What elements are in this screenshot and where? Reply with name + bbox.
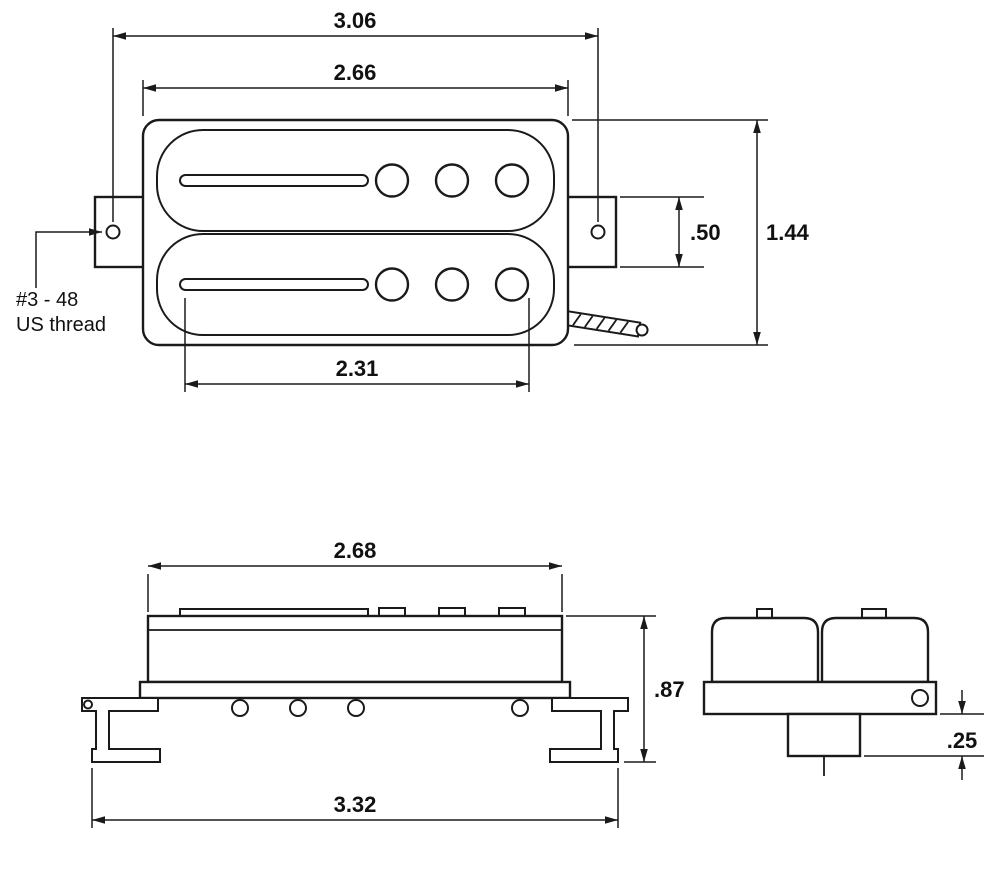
- coil-end-right: [820, 616, 930, 684]
- top-view: 3.06 2.66 .50 1.44 2.31: [16, 8, 810, 392]
- blade-rail-lower: [179, 278, 369, 291]
- wire-braid-hatch: [584, 315, 594, 328]
- pole-piece: [374, 163, 410, 198]
- dim-body-width: 2.66: [142, 60, 569, 116]
- screw-tip: [347, 699, 365, 717]
- wire-braid-hatch: [572, 313, 582, 326]
- screw-tip: [231, 699, 249, 717]
- mounting-leg-left: [81, 697, 161, 763]
- screw-hole-right: [590, 224, 606, 240]
- leader-line: [35, 228, 102, 288]
- thread-note-line-2: US thread: [16, 314, 106, 336]
- end-view: .25: [702, 608, 984, 780]
- wire-braid-hatch: [607, 319, 618, 332]
- wire-end: [635, 323, 649, 337]
- coil-end-left: [710, 616, 820, 684]
- dimension-label: 3.32: [334, 792, 377, 817]
- wire-braid-hatch: [595, 317, 606, 330]
- baseplate-flange: [138, 680, 572, 700]
- pole-piece: [374, 267, 410, 302]
- bobbin-side: [146, 614, 564, 684]
- pole-piece: [434, 267, 470, 302]
- dim-block-depth: .25: [864, 690, 984, 780]
- dimension-label: 2.66: [334, 60, 377, 85]
- lead-wire: [563, 309, 649, 338]
- pole-piece: [494, 267, 530, 302]
- dim-pole-span: 2.31: [184, 298, 530, 392]
- dim-base-length: 3.32: [91, 768, 619, 828]
- screw-hole-left: [105, 224, 121, 240]
- dim-mounting-hole-spacing: 3.06: [112, 8, 599, 222]
- dimension-label: 1.44: [766, 220, 810, 245]
- mounting-leg-right-shape: [549, 697, 629, 763]
- dimension-label: .50: [690, 220, 721, 245]
- pole-piece: [494, 163, 530, 198]
- screw-tip: [511, 699, 529, 717]
- thread-note: #3 - 48 US thread: [16, 228, 106, 336]
- dimension-label: 3.06: [334, 8, 377, 33]
- blade-rail-upper: [179, 174, 369, 187]
- adjust-screw-end: [911, 689, 929, 707]
- dim-body-height: 1.44: [572, 119, 810, 346]
- pole-screw-head-end: [861, 608, 887, 619]
- thread-note-line-1: #3 - 48: [16, 289, 78, 311]
- pole-piece: [434, 163, 470, 198]
- dim-tab-height: .50: [620, 196, 721, 268]
- lead-wire-sleeve: [563, 309, 642, 338]
- blade-end: [756, 608, 773, 619]
- dim-side-body-width: 2.68: [147, 538, 563, 612]
- dimension-label: .87: [654, 677, 685, 702]
- screw-tip: [289, 699, 307, 717]
- baseplate-end: [702, 680, 938, 716]
- wire-eyelet: [83, 699, 93, 710]
- side-view: 2.68 .87 3.32: [81, 538, 685, 828]
- dim-side-height: .87: [566, 615, 685, 763]
- wire-braid-hatch: [619, 321, 629, 334]
- connector-block: [786, 712, 862, 758]
- dimension-label: 2.31: [336, 356, 379, 381]
- dimension-label: .25: [947, 728, 978, 753]
- dimension-label: 2.68: [334, 538, 377, 563]
- mounting-leg-right: [549, 697, 629, 763]
